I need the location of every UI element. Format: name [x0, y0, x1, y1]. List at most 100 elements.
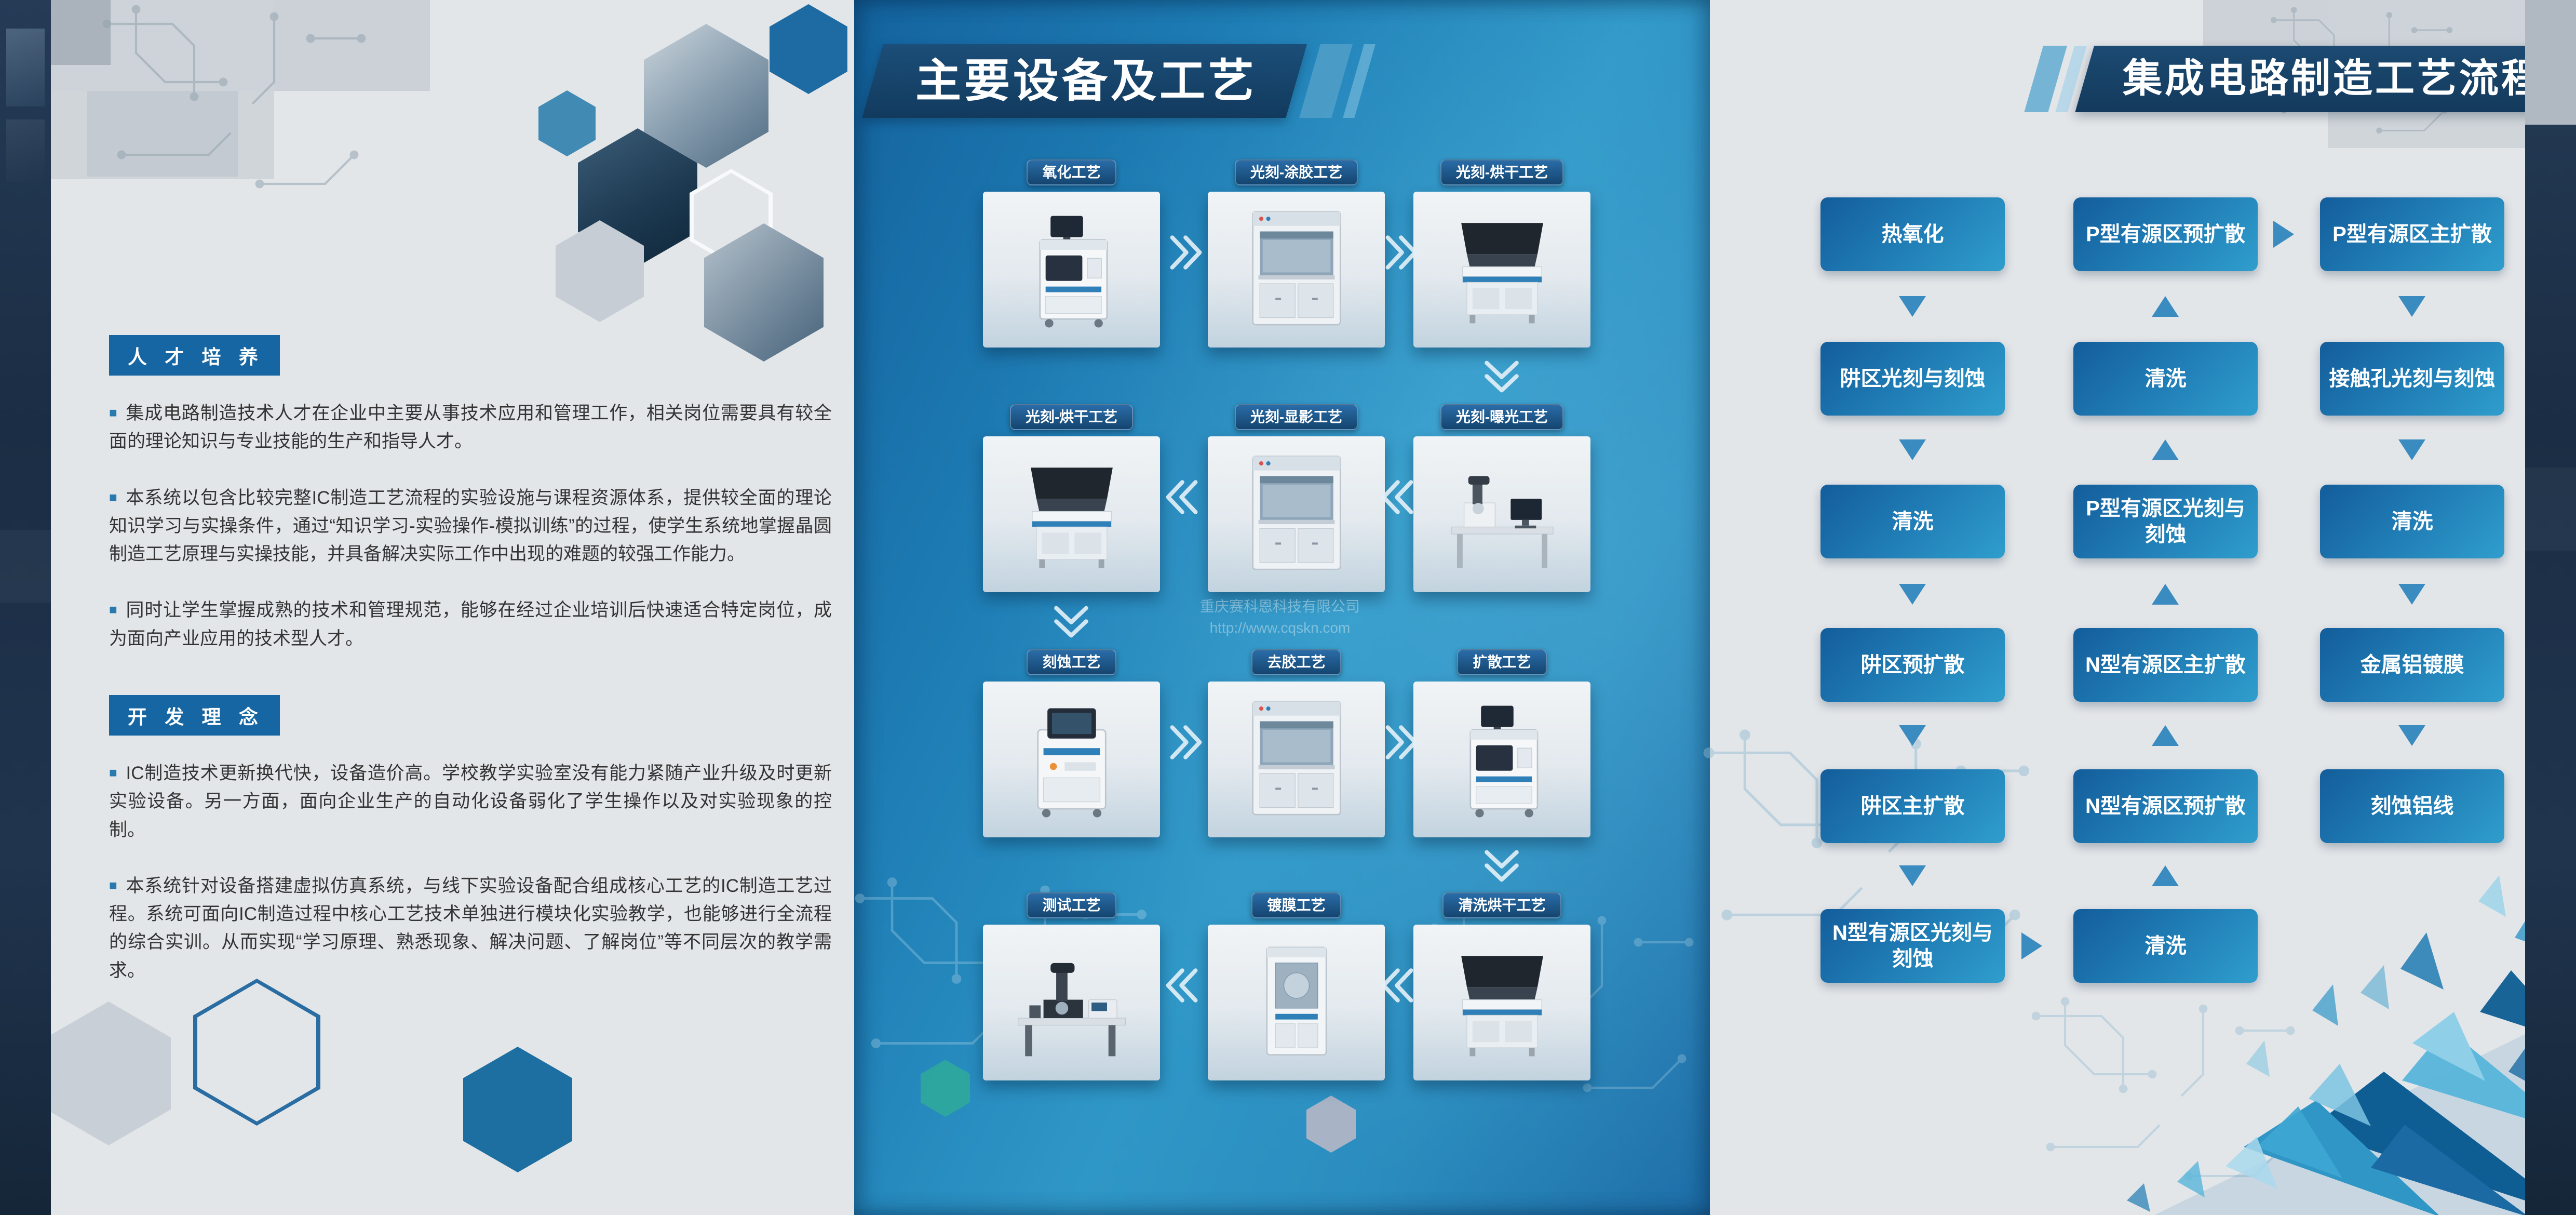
chevron-right-icon	[1163, 232, 1205, 273]
strip-highlight	[2525, 468, 2576, 551]
flow-step: 阱区光刻与刻蚀	[1820, 342, 2005, 416]
equipment-card-oxidation: 氧化工艺	[983, 159, 1160, 348]
equipment-label: 刻蚀工艺	[1027, 649, 1116, 675]
hexagon-decoration-gray-bottom	[46, 1002, 171, 1145]
watermark: 重庆赛科恩科技有限公司 http://www.cqskn.com	[1145, 596, 1415, 638]
right-edge-strip	[2525, 0, 2576, 1215]
chevron-left-icon	[1163, 965, 1205, 1006]
flow-step: N型有源区主扩散	[2073, 628, 2258, 702]
flow-arrow-up-icon	[2152, 296, 2179, 317]
flow-step: 阱区预扩散	[1820, 628, 2005, 702]
equipment-label: 去胶工艺	[1251, 649, 1341, 675]
watermark-company: 重庆赛科恩科技有限公司	[1199, 598, 1360, 615]
bullet-icon: ■	[109, 405, 118, 420]
chevron-left-icon	[1379, 965, 1420, 1006]
equipment-label: 光刻-烘干工艺	[1009, 404, 1134, 430]
flow-arrow-up-icon	[2152, 584, 2179, 605]
flow-step: 阱区主扩散	[1820, 769, 2005, 843]
equipment-card-testing: 测试工艺	[983, 892, 1160, 1080]
philosophy-paragraph: ■IC制造技术更新换代快，设备造价高。学校教学实验室没有能力紧随产业升级及时更新…	[109, 759, 832, 844]
equipment-card-stripping: 去胶工艺	[1208, 649, 1385, 837]
equipment-label: 扩散工艺	[1457, 649, 1547, 675]
baking-bench-photo	[1413, 192, 1590, 348]
left-panel: 人 才 培 养 ■集成电路制造技术人才在企业中主要从事技术应用和管理工作，相关岗…	[46, 0, 854, 1215]
gray-block-decoration	[87, 91, 238, 177]
flow-step: N型有源区预扩散	[2073, 769, 2258, 843]
stripping-fume-hood-photo	[1208, 682, 1385, 837]
hexagon-decoration-small-blue	[538, 90, 596, 156]
flow-step: N型有源区光刻与刻蚀	[1820, 909, 2005, 983]
strip-highlight	[0, 530, 51, 603]
flow-step: 清洗	[2320, 485, 2504, 558]
flow-arrow-up-icon	[2152, 865, 2179, 886]
bullet-icon: ■	[109, 489, 118, 505]
geometric-burst-decoration	[2127, 875, 2576, 1215]
paragraph-text: IC制造技术更新换代快，设备造价高。学校教学实验室没有能力紧随产业升级及时更新实…	[109, 763, 832, 840]
bullet-icon: ■	[109, 602, 118, 618]
chevron-down-icon	[1481, 843, 1522, 885]
development-philosophy-section: 开 发 理 念 ■IC制造技术更新换代快，设备造价高。学校教学实验室没有能力紧随…	[109, 695, 832, 1013]
flow-arrow-down-icon	[1899, 439, 1926, 460]
chevron-right-icon	[1379, 232, 1420, 273]
bullet-icon: ■	[109, 765, 118, 780]
flow-step: 清洗	[2073, 342, 2258, 416]
chevron-left-icon	[1163, 476, 1205, 518]
paragraph-text: 本系统针对设备搭建虚拟仿真系统，与线下实验设备配合组成核心工艺的IC制造工艺过程…	[109, 875, 832, 981]
equipment-label: 光刻-涂胶工艺	[1234, 159, 1358, 185]
equipment-card-baking: 光刻-烘干工艺	[1413, 159, 1590, 348]
paragraph-text: 集成电路制造技术人才在企业中主要从事技术应用和管理工作，相关岗位需要具有较全面的…	[109, 403, 832, 452]
equipment-card-coating: 光刻-涂胶工艺	[1208, 159, 1385, 348]
flow-arrow-down-icon	[1899, 296, 1926, 317]
equipment-card-deposition: 镀膜工艺	[1208, 892, 1385, 1080]
flow-arrow-down-icon	[2398, 296, 2425, 317]
deposition-machine-photo	[1208, 925, 1385, 1080]
oxidation-furnace-photo	[983, 192, 1160, 348]
flow-step: P型有源区光刻与刻蚀	[2073, 485, 2258, 558]
equipment-label: 光刻-烘干工艺	[1440, 159, 1564, 185]
diffusion-furnace-photo	[1413, 682, 1590, 837]
left-edge-strip	[0, 0, 51, 1215]
chevron-down-icon	[1050, 599, 1092, 640]
equipment-card-developing: 光刻-显影工艺	[1208, 404, 1385, 592]
flow-step: 清洗	[1820, 485, 2005, 558]
baking-bench-photo	[983, 436, 1160, 592]
strip-photo-fragment	[6, 119, 45, 182]
etching-machine-photo	[983, 682, 1160, 837]
flow-step: 金属铝镀膜	[2320, 628, 2504, 702]
center-panel-title: 主要设备及工艺	[915, 55, 1258, 106]
right-panel: 集成电路制造工艺流程 热氧化 阱区光刻与刻蚀 清洗 阱区预扩散 阱区主扩散 N型…	[1710, 0, 2576, 1215]
flow-step: 刻蚀铝线	[2320, 769, 2504, 843]
hexagon-decoration-teal	[921, 1060, 970, 1117]
talent-training-section: 人 才 培 养 ■集成电路制造技术人才在企业中主要从事技术应用和管理工作，相关岗…	[109, 335, 832, 681]
chevron-right-icon	[1163, 722, 1205, 763]
right-panel-title: 集成电路制造工艺流程	[2123, 57, 2543, 101]
chevron-left-icon	[1379, 476, 1420, 518]
strip-gray-top	[2525, 0, 2576, 125]
equipment-label: 清洗烘干工艺	[1442, 892, 1561, 918]
chevron-right-icon	[1379, 722, 1420, 763]
flow-step: P型有源区预扩散	[2073, 197, 2258, 271]
hexagon-decoration-blue-bottom	[463, 1047, 572, 1172]
philosophy-paragraph: ■本系统针对设备搭建虚拟仿真系统，与线下实验设备配合组成核心工艺的IC制造工艺过…	[109, 872, 832, 985]
flow-step: P型有源区主扩散	[2320, 197, 2504, 271]
photo-hexagon-discussion	[704, 223, 824, 362]
strip-photo-fragment	[6, 29, 45, 106]
center-panel: 主要设备及工艺 氧化工艺 光刻-涂胶工艺 光刻-烘干工艺 光刻-烘干工艺 光刻-…	[854, 0, 1710, 1215]
flow-arrow-down-icon	[1899, 865, 1926, 886]
flow-arrow-right-icon	[2273, 221, 2294, 248]
flow-arrow-right-icon	[2021, 932, 2042, 959]
flow-arrow-down-icon	[2398, 439, 2425, 460]
hexagon-decoration-solid-blue	[770, 4, 847, 94]
equipment-card-etching: 刻蚀工艺	[983, 649, 1160, 837]
bullet-icon: ■	[109, 877, 118, 893]
flow-arrow-down-icon	[1899, 725, 1926, 746]
equipment-label: 测试工艺	[1027, 892, 1116, 918]
exposure-aligner-photo	[1413, 436, 1590, 592]
section-header-talent: 人 才 培 养	[109, 335, 280, 376]
chevron-down-icon	[1481, 354, 1522, 395]
equipment-label: 光刻-显影工艺	[1234, 404, 1358, 430]
talent-paragraph: ■本系统以包含比较完整IC制造工艺流程的实验设施与课程资源体系，提供较全面的理论…	[109, 484, 832, 569]
equipment-label: 光刻-曝光工艺	[1440, 404, 1564, 430]
hexagon-decoration-gray-blue	[1306, 1096, 1356, 1153]
